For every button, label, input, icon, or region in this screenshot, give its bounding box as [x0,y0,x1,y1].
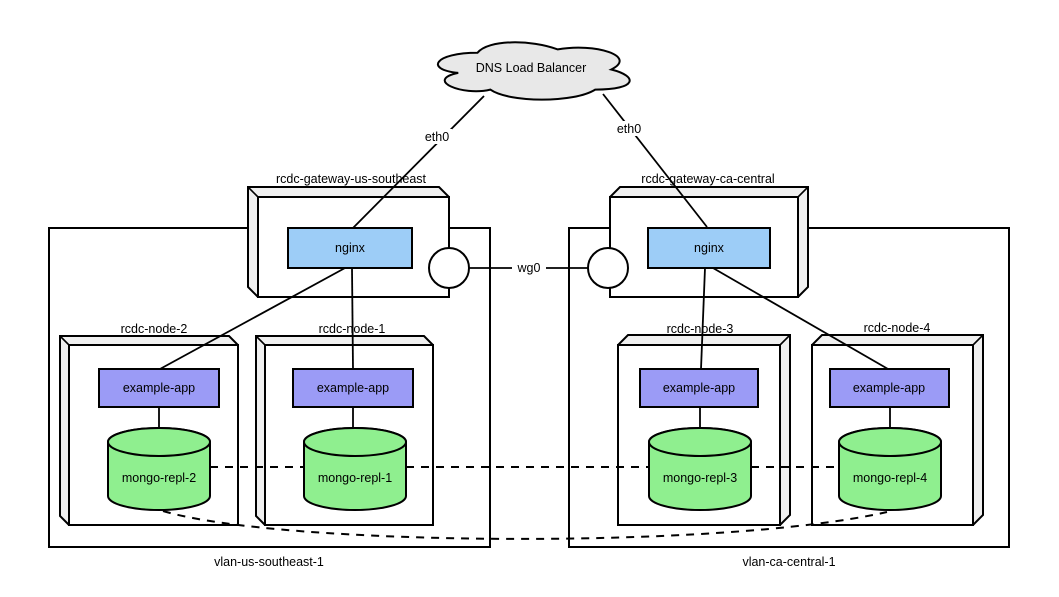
nginx-label-right: nginx [694,241,725,255]
gateway-ca-central-fold [797,186,809,198]
node-2-fold [59,335,70,346]
app-box-node3 [639,368,759,408]
db-label-node2: mongo-repl-2 [122,471,196,485]
wg0-label-bg [512,260,546,275]
app-label-node3: example-app [663,381,735,395]
wg-interface-circle-left [428,247,470,289]
eth0-label-right: eth0 [617,122,641,136]
vlan-us-southeast-label: vlan-us-southeast-1 [214,555,324,569]
gateway-us-southeast-fold [247,186,259,198]
db-cylinder-node3-top [648,427,752,457]
nginx-box-right [647,227,771,269]
db-cylinder-node3 [648,427,752,511]
app-label-node1: example-app [317,381,389,395]
node-4-label: rcdc-node-4 [864,321,931,335]
db-label-node1: mongo-repl-1 [318,471,392,485]
nginx-box-left [287,227,413,269]
eth0-left-label-bg [423,129,452,144]
wg0-label: wg0 [517,261,541,275]
node-3-label: rcdc-node-3 [667,322,734,336]
db-cylinder-node4 [838,427,942,511]
db-cylinder-node2-top [107,427,211,457]
gateway-us-southeast-label: rcdc-gateway-us-southeast [276,172,427,186]
wg-interface-circle-right [587,247,629,289]
db-cylinder-node1 [303,427,407,511]
node-1-label: rcdc-node-1 [319,322,386,336]
edge-nginx-left-to-app-node1 [351,267,354,370]
dns-load-balancer-label: DNS Load Balancer [476,61,586,75]
nginx-label-left: nginx [335,241,366,255]
app-label-node2: example-app [123,381,195,395]
edge-cloud-to-nginx-right [602,93,708,228]
edge-cloud-to-nginx-left [351,95,485,230]
edge-nginx-right-to-app-node3 [700,267,706,370]
edge-nginx-left-to-app-node2 [159,267,346,370]
app-box-node1 [292,368,414,408]
app-label-node4: example-app [853,381,925,395]
app-box-node2 [98,368,220,408]
edge-dashed-repl2-repl4-curve [162,510,888,540]
db-label-node4: mongo-repl-4 [853,471,927,485]
node-1-fold [255,335,266,346]
db-cylinder-node4-top [838,427,942,457]
node-2-label: rcdc-node-2 [121,322,188,336]
node-4-fold [972,334,984,346]
node-3-fold [779,334,791,346]
vlan-ca-central-label: vlan-ca-central-1 [742,555,835,569]
edge-nginx-right-to-app-node4 [712,267,889,370]
eth0-label-left: eth0 [425,130,449,144]
eth0-right-label-bg [615,121,644,136]
gateway-ca-central-label: rcdc-gateway-ca-central [641,172,774,186]
app-box-node4 [829,368,950,408]
db-label-node3: mongo-repl-3 [663,471,737,485]
db-cylinder-node2 [107,427,211,511]
dns-load-balancer-cloud [436,41,631,101]
db-cylinder-node1-top [303,427,407,457]
